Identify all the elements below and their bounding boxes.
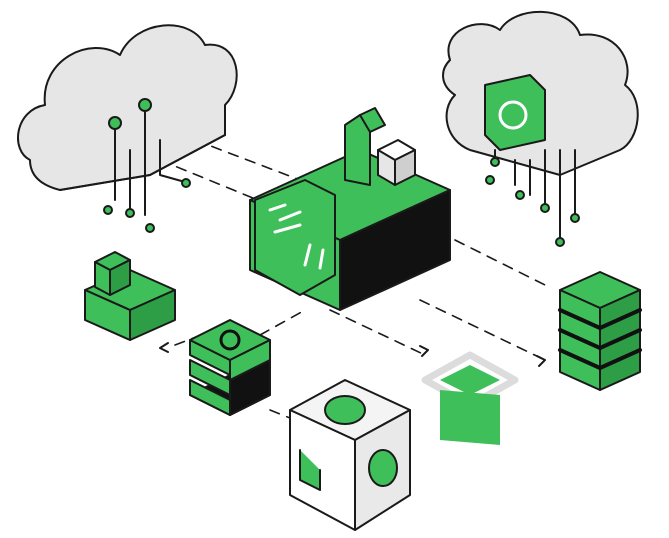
sync-icon — [484, 74, 546, 151]
right-server-stack-icon — [558, 271, 642, 391]
arrow-head — [159, 342, 169, 353]
funnel-icon — [421, 351, 519, 445]
arrow-head — [536, 355, 546, 367]
sync-cube-icon — [289, 379, 411, 531]
left-cloud-icon — [17, 24, 238, 233]
server-stack-icon — [189, 319, 271, 416]
central-data-block-icon — [249, 107, 451, 311]
arrow-head — [419, 345, 429, 357]
right-cloud-icon — [442, 10, 639, 247]
cube-icon — [84, 251, 176, 341]
